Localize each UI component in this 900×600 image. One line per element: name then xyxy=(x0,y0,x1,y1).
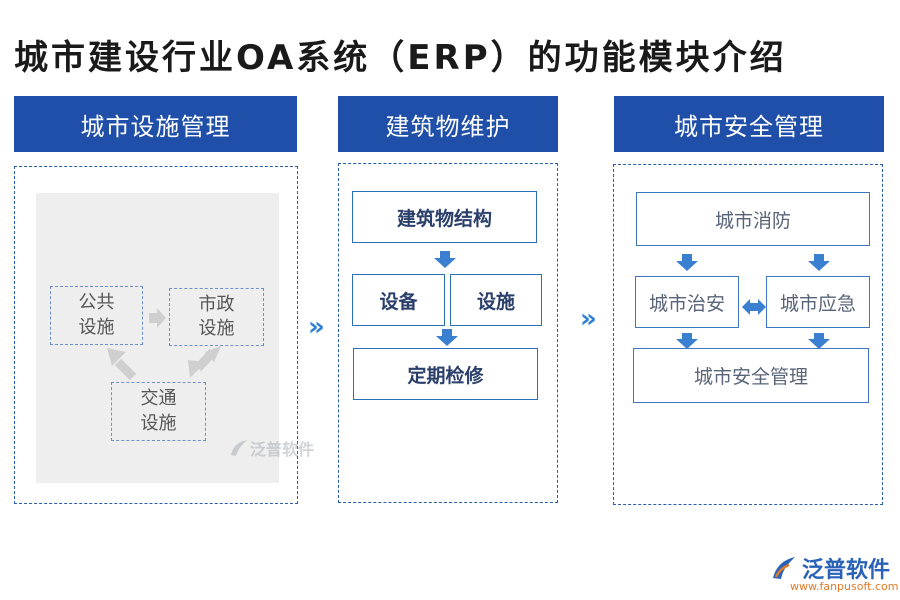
node-city-security-label: 城市治安 xyxy=(648,292,725,315)
node-traffic-facilities-label: 交通 设施 xyxy=(140,388,177,434)
brand-logo-text: 泛普软件 xyxy=(802,558,891,583)
arrow-structure-to-equipment xyxy=(434,251,456,268)
arrow-municipal-to-traffic xyxy=(188,346,221,378)
node-public-facilities-label: 公共 设施 xyxy=(78,292,115,338)
fanpu-watermark-icon xyxy=(231,440,247,456)
arrow-public-to-municipal xyxy=(149,308,166,328)
node-building-structure-label: 建筑物结构 xyxy=(396,207,492,230)
node-city-fire-label: 城市消防 xyxy=(714,209,791,232)
column-header-facilities: 城市设施管理 xyxy=(14,96,297,152)
column-header-safety: 城市安全管理 xyxy=(614,96,884,152)
page-title: 城市建设行业OA系统（ERP）的功能模块介绍 xyxy=(14,38,787,78)
node-installations: 设施 xyxy=(450,274,542,326)
node-city-security: 城市治安 xyxy=(635,276,739,328)
brand-logo: 泛普软件 xyxy=(770,552,890,584)
arrow-equipment-to-maintenance xyxy=(436,329,458,346)
column-header-building: 建筑物维护 xyxy=(338,96,558,152)
node-installations-label: 设施 xyxy=(476,290,515,313)
arrow-emergency-to-safety xyxy=(808,333,830,349)
node-municipal-facilities-label: 市政 设施 xyxy=(198,293,235,339)
node-city-emergency-label: 城市应急 xyxy=(779,292,856,315)
node-city-emergency: 城市应急 xyxy=(766,276,870,328)
node-city-safety-management-label: 城市安全管理 xyxy=(693,366,808,388)
node-traffic-facilities: 交通 设施 xyxy=(111,382,206,441)
arrow-fire-to-security xyxy=(676,254,698,271)
node-equipment-label: 设备 xyxy=(379,290,418,313)
arrow-fire-to-emergency xyxy=(808,254,830,271)
node-building-structure: 建筑物结构 xyxy=(352,191,537,243)
node-city-fire: 城市消防 xyxy=(636,192,870,246)
arrow-security-to-safety xyxy=(676,333,698,349)
node-periodic-maintenance: 定期检修 xyxy=(353,348,538,400)
node-public-facilities: 公共 设施 xyxy=(50,286,143,345)
node-municipal-facilities: 市政 设施 xyxy=(169,288,264,346)
watermark: 泛普软件 xyxy=(228,436,314,460)
node-city-safety-management: 城市安全管理 xyxy=(633,348,869,403)
node-periodic-maintenance-label: 定期检修 xyxy=(407,364,484,387)
node-equipment: 设备 xyxy=(352,274,445,326)
brand-url: www.fanpusoft.com xyxy=(790,580,899,593)
watermark-text: 泛普软件 xyxy=(250,440,315,459)
arrow-security-emergency-bidirectional xyxy=(742,299,766,315)
arrow-traffic-to-public xyxy=(107,348,137,381)
fanpu-logo-icon xyxy=(773,557,795,579)
